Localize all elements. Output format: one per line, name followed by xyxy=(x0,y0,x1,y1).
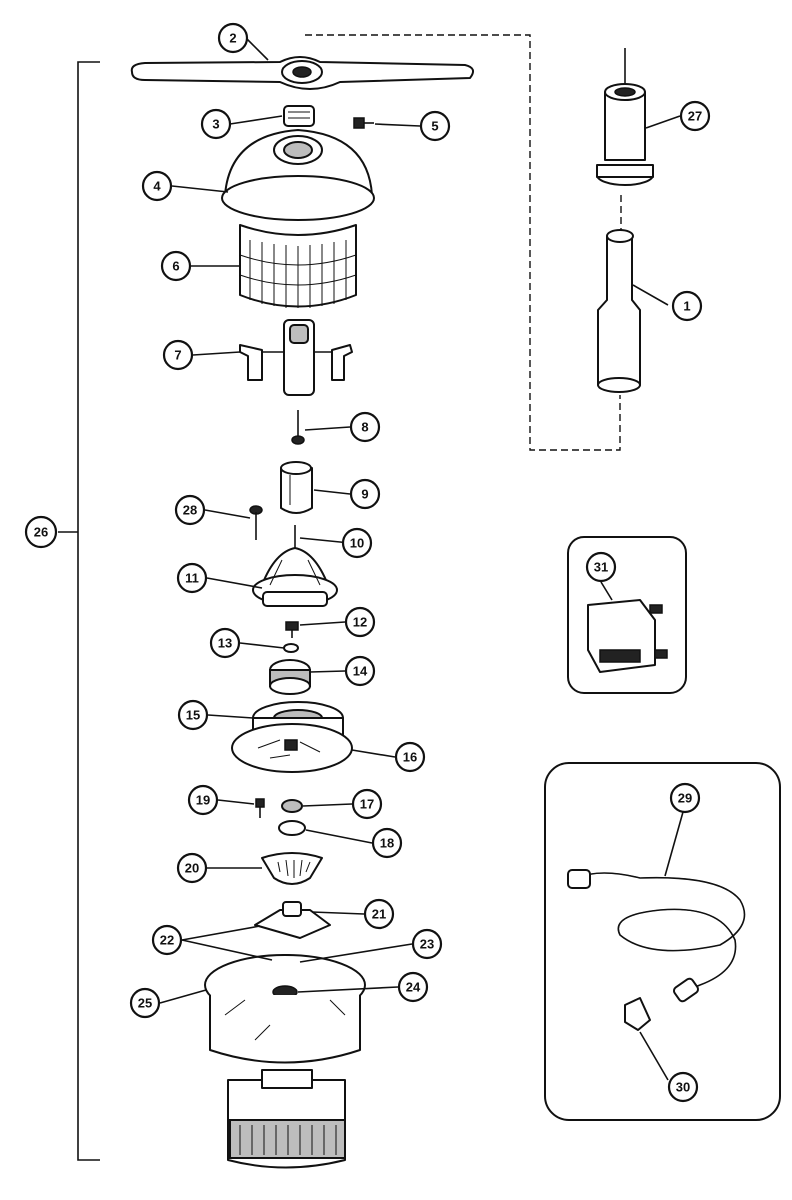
callout-10-label: 10 xyxy=(350,536,364,551)
callout-22: 22 xyxy=(151,924,183,956)
inset-box-31 xyxy=(567,536,687,694)
callout-26: 26 xyxy=(24,515,58,549)
upper-spray-tube xyxy=(596,48,654,186)
filter-screen xyxy=(239,224,357,308)
callout-31: 31 xyxy=(585,551,617,583)
callout-9-label: 9 xyxy=(361,487,368,502)
base-plate xyxy=(231,723,353,773)
callout-18-label: 18 xyxy=(380,836,394,851)
callout-8-label: 8 xyxy=(361,420,368,435)
callout-15: 15 xyxy=(177,699,209,731)
callout-19-label: 19 xyxy=(196,793,210,808)
callout-15-label: 15 xyxy=(186,708,200,723)
bolt xyxy=(249,505,263,540)
callout-8: 8 xyxy=(349,411,381,443)
callout-27: 27 xyxy=(679,100,711,132)
callout-18: 18 xyxy=(371,827,403,859)
lower-spray-tube xyxy=(597,195,641,393)
chopper-housing xyxy=(252,547,338,607)
callout-7-label: 7 xyxy=(174,348,181,363)
coupler xyxy=(280,461,313,514)
motor-housing xyxy=(204,954,366,1064)
callout-20: 20 xyxy=(176,852,208,884)
callout-25-label: 25 xyxy=(138,996,152,1011)
callout-14-label: 14 xyxy=(353,664,368,679)
callout-26-label: 26 xyxy=(34,525,48,540)
inset-box-29-30 xyxy=(544,762,781,1121)
callout-20-label: 20 xyxy=(185,861,199,876)
mounting-screw xyxy=(255,798,265,818)
callout-4-label: 4 xyxy=(153,179,161,194)
gasket xyxy=(261,852,323,885)
o-ring xyxy=(278,820,306,836)
callout-28-label: 28 xyxy=(183,503,197,518)
callout-24: 24 xyxy=(397,971,429,1003)
screw-part xyxy=(353,117,374,129)
motor xyxy=(227,1069,346,1169)
callout-7: 7 xyxy=(162,339,194,371)
assembly-bracket xyxy=(58,61,100,1161)
callout-5-label: 5 xyxy=(431,119,438,134)
callout-29-label: 29 xyxy=(678,791,692,806)
callout-13: 13 xyxy=(209,627,241,659)
callout-1: 1 xyxy=(671,290,703,322)
callout-5: 5 xyxy=(419,110,451,142)
callout-3-label: 3 xyxy=(212,117,219,132)
callout-1-label: 1 xyxy=(683,299,690,314)
callout-12-label: 12 xyxy=(353,615,367,630)
callout-23-label: 23 xyxy=(420,937,434,952)
callout-11-label: 11 xyxy=(185,571,199,586)
callout-17-label: 17 xyxy=(360,797,374,812)
spray-arm-nut xyxy=(283,105,315,127)
callout-12: 12 xyxy=(344,606,376,638)
callout-9: 9 xyxy=(349,478,381,510)
callout-28: 28 xyxy=(174,494,206,526)
pump-cover xyxy=(221,129,375,221)
callout-13-label: 13 xyxy=(218,636,232,651)
callout-25: 25 xyxy=(129,987,161,1019)
callout-2: 2 xyxy=(217,22,249,54)
callout-30: 30 xyxy=(667,1071,699,1103)
callout-11: 11 xyxy=(176,562,208,594)
assembly-link-line xyxy=(305,34,621,451)
callout-3: 3 xyxy=(200,108,232,140)
callout-29: 29 xyxy=(669,782,701,814)
callout-22-label: 22 xyxy=(160,933,174,948)
small-screw xyxy=(285,621,299,638)
callout-19: 19 xyxy=(187,784,219,816)
drive-impeller xyxy=(254,901,331,939)
callout-4: 4 xyxy=(141,170,173,202)
callout-31-label: 31 xyxy=(594,560,608,575)
callout-30-label: 30 xyxy=(676,1080,690,1095)
callout-16-label: 16 xyxy=(403,750,417,765)
callout-6: 6 xyxy=(160,250,192,282)
callout-23: 23 xyxy=(411,928,443,960)
callout-17: 17 xyxy=(351,788,383,820)
callout-21-label: 21 xyxy=(372,907,386,922)
callout-2-label: 2 xyxy=(229,31,236,46)
callout-6-label: 6 xyxy=(172,259,179,274)
spray-arm xyxy=(130,56,475,90)
callout-27-label: 27 xyxy=(688,109,702,124)
impeller xyxy=(239,319,353,396)
callout-10: 10 xyxy=(341,527,373,559)
shaft-pin xyxy=(291,410,305,445)
callout-16: 16 xyxy=(394,741,426,773)
washer xyxy=(283,643,299,653)
callout-14: 14 xyxy=(344,655,376,687)
bushing xyxy=(281,799,303,813)
chopper-blade xyxy=(269,659,311,695)
leader-lines xyxy=(159,37,684,1081)
callout-21: 21 xyxy=(363,898,395,930)
callout-24-label: 24 xyxy=(406,980,421,995)
